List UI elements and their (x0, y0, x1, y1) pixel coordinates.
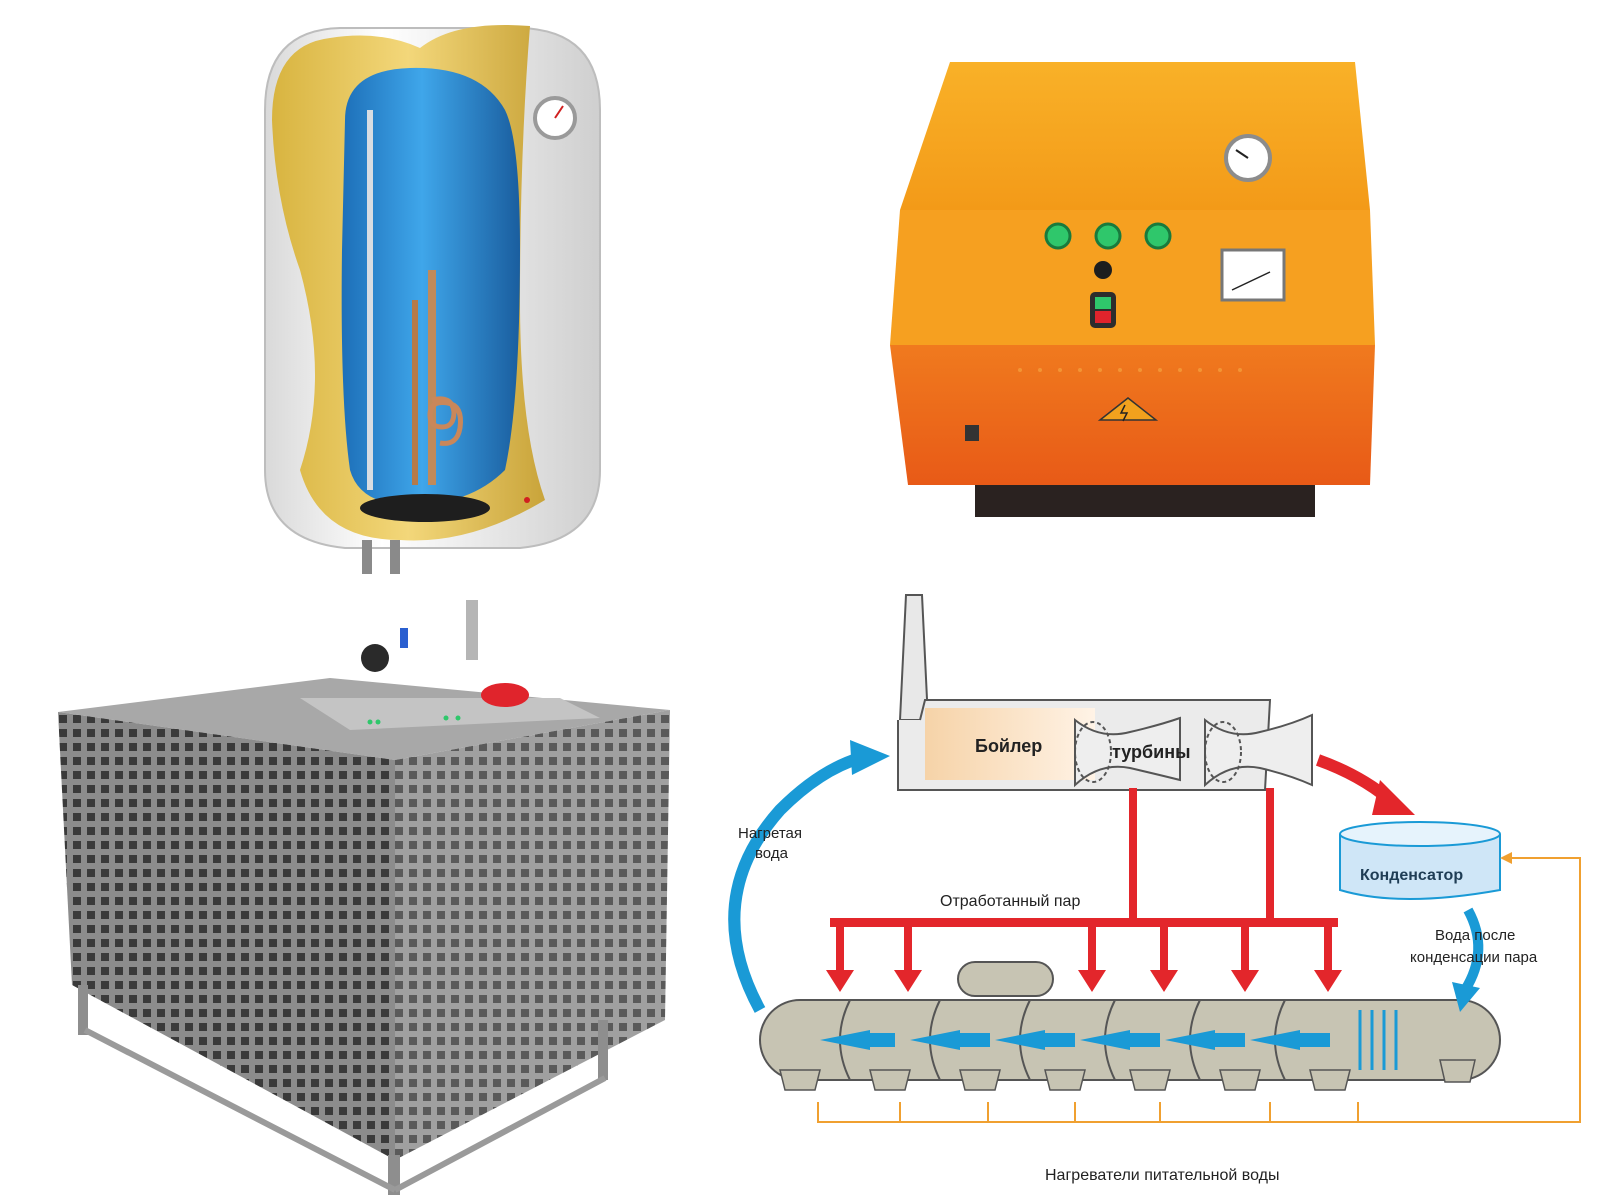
heat-exchanger-coil (1358, 1010, 1398, 1070)
turbines-label: турбины (1112, 742, 1190, 762)
orange-cabinet-graphic (890, 62, 1375, 517)
condenser-label: Конденсатор (1360, 867, 1463, 884)
heated-water-label-2: вода (755, 845, 789, 862)
heated-water-arrow (728, 752, 862, 1013)
water-heater-illustration (0, 0, 800, 600)
water-after-label-1: Вода после (1435, 927, 1515, 944)
feedwater-heater-diagram: Бойлер турбины Конденсатор Отработанный … (700, 590, 1600, 1200)
cabinet-top (900, 62, 1370, 210)
pressure-gauge-icon (361, 644, 389, 672)
steel-boiler-graphic (58, 600, 670, 1195)
red-valve-handle-icon (481, 683, 529, 707)
safety-valve (466, 600, 478, 660)
high-voltage-warning-icon (1097, 397, 1159, 421)
water-after-label-2: конденсации пара (1410, 949, 1538, 966)
door-lock-icon (965, 425, 979, 441)
cabinet-control-panel (890, 210, 1375, 345)
electric-boiler-cabinet-illustration (800, 0, 1600, 600)
boiler-chamber (925, 708, 1095, 780)
selector-knob-icon (1094, 261, 1112, 279)
cabinet-base (975, 485, 1315, 517)
steam-down-arrows (826, 927, 1342, 992)
condenser (1339, 834, 1501, 900)
vent-perforations (1018, 368, 1242, 372)
indicator-light-icon (1094, 222, 1122, 250)
inlet-pipe (362, 540, 372, 574)
boiler-label: Бойлер (975, 736, 1042, 756)
indicator-light-icon (1144, 222, 1172, 250)
perforated-side-panel (395, 710, 670, 1160)
steel-boiler-illustration (0, 600, 800, 1200)
condensate-arrow (1460, 907, 1484, 993)
feedwater-heaters-label: Нагреватели питательной воды (1045, 1167, 1280, 1184)
water-flow-arrows (820, 1030, 1330, 1050)
ammeter-icon (1220, 248, 1286, 302)
heater-rod (428, 270, 436, 485)
perforated-front-panel (58, 712, 395, 1160)
heater-pipe (367, 110, 373, 490)
outlet-pipe (390, 540, 400, 574)
diagram-svg: Бойлер турбины Конденсатор Отработанный … (728, 594, 1581, 1184)
heating-element-icon (427, 396, 463, 446)
feedwater-heaters (759, 961, 1501, 1081)
indicator-light-icon (1044, 222, 1072, 250)
spent-steam-manifold (830, 918, 1338, 927)
heated-water-label-1: Нагретая (738, 825, 802, 842)
water-heater-graphic (264, 24, 601, 574)
spent-steam-label: Отработанный пар (940, 893, 1080, 910)
